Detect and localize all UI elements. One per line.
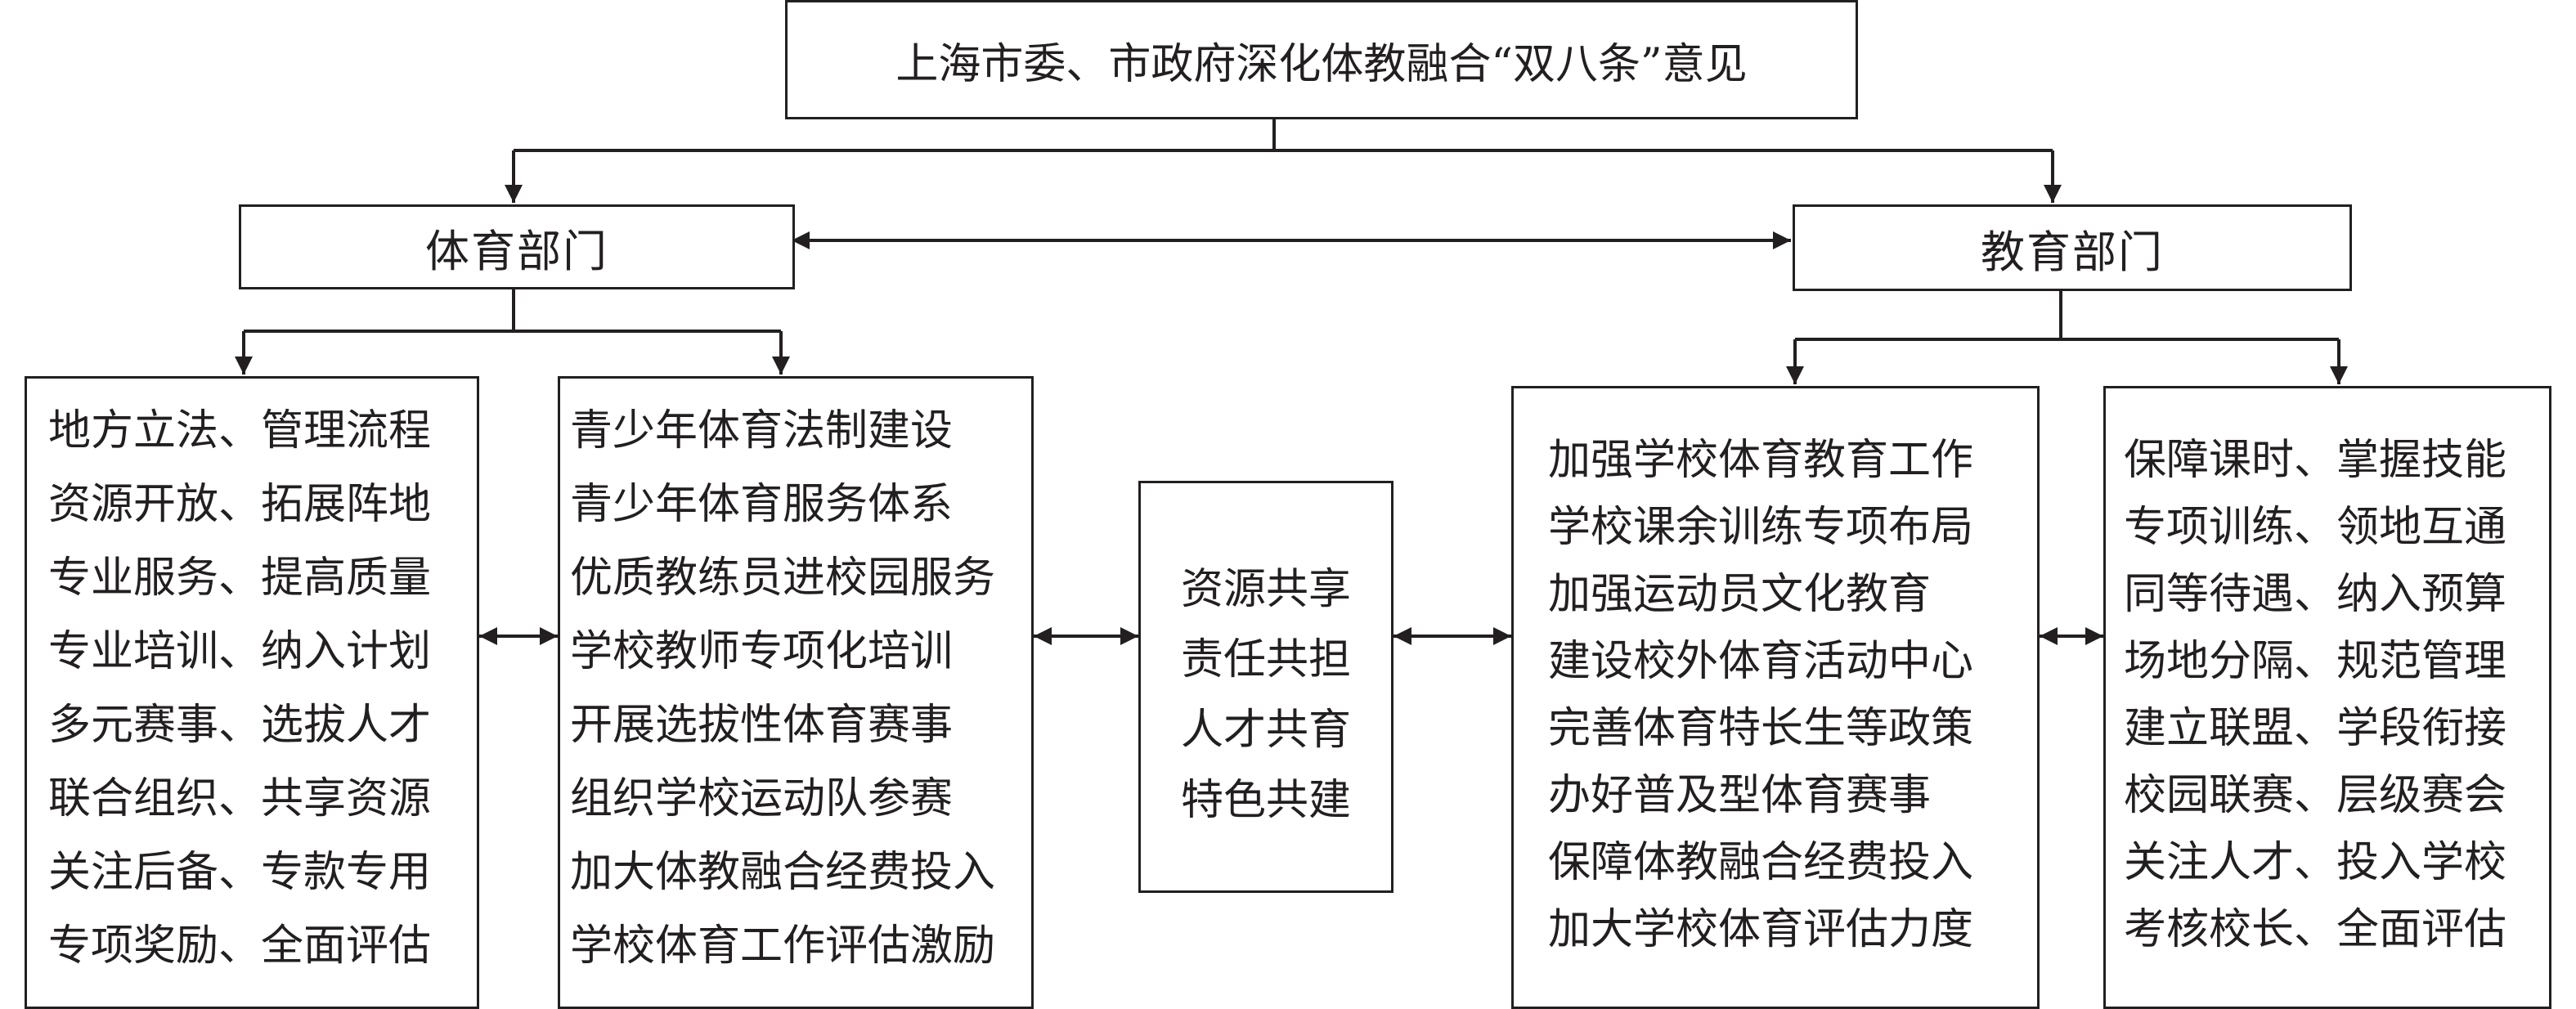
policy-title-box: 上海市委、市政府深化体教融合“双八条”意见 (785, 0, 1858, 119)
list-item: 办好普及型体育赛事 (1548, 771, 1932, 820)
sports-dept-box: 体育部门 (239, 204, 795, 289)
edu-local-box: 保障课时、掌握技能 专项训练、领地互通 同等待遇、纳入预算 场地分隔、规范管理 … (2103, 386, 2551, 1009)
list-item: 加强学校体育教育工作 (1548, 436, 1974, 485)
list-item: 场地分隔、规范管理 (2124, 637, 2507, 686)
list-item: 保障课时、掌握技能 (2124, 436, 2507, 485)
sports-local-box: 地方立法、管理流程 资源开放、拓展阵地 专业服务、提高质量 专业培训、纳入计划 … (25, 376, 479, 1009)
list-item: 加大体教融合经费投入 (570, 848, 996, 897)
sports-measures-box: 青少年体育法制建设 青少年体育服务体系 优质教练员进校园服务 学校教师专项化培训… (558, 376, 1034, 1009)
list-item: 地方立法、管理流程 (48, 406, 432, 455)
list-item: 考核校长、全面评估 (2124, 905, 2507, 954)
list-item: 校园联赛、层级赛会 (2124, 771, 2507, 820)
list-item: 青少年体育服务体系 (570, 480, 954, 529)
list-item: 加大学校体育评估力度 (1548, 905, 1974, 954)
list-item: 专项训练、领地互通 (2124, 503, 2507, 552)
list-item: 学校体育工作评估激励 (570, 922, 996, 971)
list-item: 建立联盟、学段衔接 (2124, 704, 2507, 753)
list-item: 优质教练员进校园服务 (570, 554, 996, 603)
edu-dept-label: 教育部门 (1981, 226, 2164, 278)
list-item: 多元赛事、选拔人才 (48, 701, 432, 750)
list-item: 同等待遇、纳入预算 (2124, 570, 2507, 619)
list-item: 青少年体育法制建设 (570, 406, 954, 455)
principle-item: 资源共享 (1180, 565, 1351, 614)
principle-item: 特色共建 (1180, 776, 1351, 825)
edu-dept-box: 教育部门 (1793, 204, 2352, 291)
list-item: 加强运动员文化教育 (1548, 570, 1932, 619)
principle-item: 责任共担 (1180, 635, 1351, 684)
list-item: 联合组织、共享资源 (48, 774, 432, 823)
policy-title: 上海市委、市政府深化体教融合“双八条”意见 (895, 39, 1748, 89)
list-item: 关注后备、专款专用 (48, 848, 432, 897)
list-item: 组织学校运动队参赛 (570, 774, 954, 823)
edu-measures-box: 加强学校体育教育工作 学校课余训练专项布局 加强运动员文化教育 建设校外体育活动… (1511, 386, 2040, 1009)
list-item: 专项奖励、全面评估 (48, 922, 432, 971)
list-item: 建设校外体育活动中心 (1548, 637, 1974, 686)
sports-dept-label: 体育部门 (425, 225, 608, 277)
list-item: 专业服务、提高质量 (48, 554, 432, 603)
list-item: 完善体育特长生等政策 (1548, 704, 1974, 753)
list-item: 关注人才、投入学校 (2124, 838, 2507, 887)
list-item: 开展选拔性体育赛事 (570, 701, 954, 750)
list-item: 专业培训、纳入计划 (48, 627, 432, 676)
list-item: 学校课余训练专项布局 (1548, 503, 1974, 552)
principle-item: 人才共育 (1180, 706, 1351, 755)
list-item: 学校教师专项化培训 (570, 627, 954, 676)
center-principles-box: 资源共享 责任共担 人才共育 特色共建 (1138, 481, 1393, 893)
list-item: 资源开放、拓展阵地 (48, 480, 432, 529)
list-item: 保障体教融合经费投入 (1548, 838, 1974, 887)
